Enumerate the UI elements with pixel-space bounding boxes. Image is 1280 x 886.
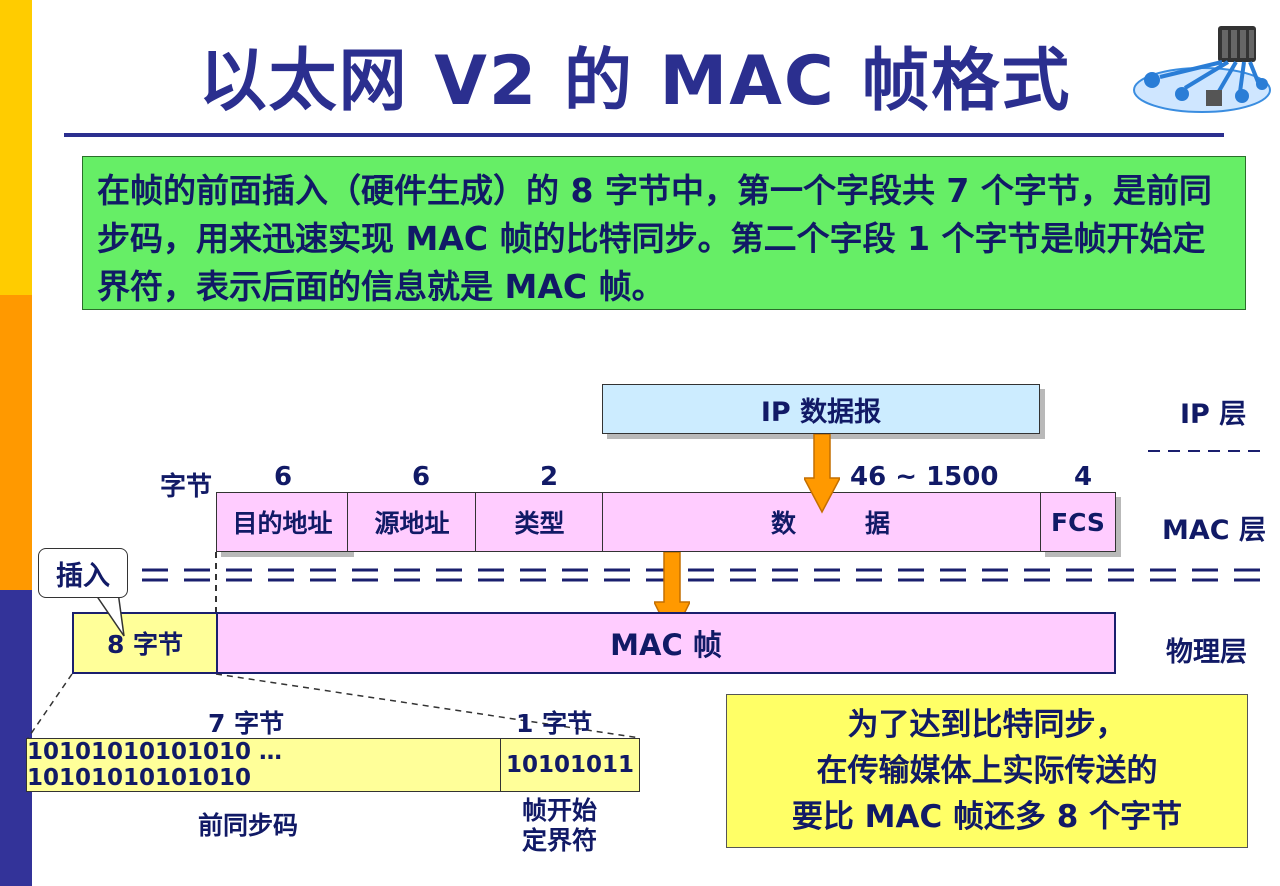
insert-callout-tail	[93, 592, 125, 637]
title-underline	[64, 133, 1224, 137]
size-dst: 6	[274, 462, 293, 492]
layer-label-ip: IP 层	[1180, 399, 1247, 430]
field-dst-address: 目的地址	[216, 492, 349, 552]
field-src-address: 源地址	[347, 492, 477, 552]
left-bar-yellow	[0, 0, 32, 295]
page-title: 以太网 V2 的 MAC 帧格式	[198, 42, 1072, 121]
size-fcs: 4	[1074, 462, 1093, 492]
insert-callout: 插入	[38, 548, 128, 598]
layer-label-mac: MAC 层	[1162, 515, 1266, 546]
sfd-name-1: 帧开始	[522, 796, 598, 825]
network-icon	[1133, 26, 1271, 113]
sync-note-box: 为了达到比特同步， 在传输媒体上实际传送的 要比 MAC 帧还多 8 个字节	[726, 694, 1248, 848]
field-data-text-1: 数	[771, 509, 797, 538]
preamble-bits-box: 10101010101010 …10101010101010	[26, 738, 502, 792]
zoom-line-left	[27, 673, 73, 739]
size-data: 46 ~ 1500	[850, 462, 999, 492]
zoom-line-right	[215, 673, 641, 739]
bytes-7-label: 7 字节	[208, 709, 285, 738]
size-type: 2	[540, 462, 559, 492]
sfd-name-2: 定界符	[522, 826, 598, 855]
field-type: 类型	[475, 492, 604, 552]
bytes-label: 字节	[160, 472, 213, 502]
sfd-bits-box: 10101011	[500, 738, 640, 792]
sync-note-line-2: 在传输媒体上实际传送的	[816, 753, 1158, 789]
preamble-8-bytes: 8 字节	[72, 612, 218, 674]
preamble-name: 前同步码	[198, 811, 299, 840]
explanation-note: 在帧的前面插入（硬件生成）的 8 字节中，第一个字段共 7 个字节，是前同步码，…	[82, 156, 1246, 310]
mac-frame-box: MAC 帧	[216, 612, 1116, 674]
bytes-1-label: 1 字节	[516, 709, 593, 738]
field-fcs: FCS	[1040, 492, 1116, 552]
field-data-text-2: 据	[865, 509, 891, 538]
sync-note-line-3: 要比 MAC 帧还多 8 个字节	[791, 799, 1183, 835]
layer-label-phy: 物理层	[1166, 637, 1247, 668]
ip-datagram-box: IP 数据报	[602, 384, 1040, 434]
left-bar-orange	[0, 295, 32, 590]
sync-note-line-1: 为了达到比特同步，	[847, 707, 1127, 743]
down-arrow-icon	[804, 434, 840, 514]
size-src: 6	[412, 462, 431, 492]
